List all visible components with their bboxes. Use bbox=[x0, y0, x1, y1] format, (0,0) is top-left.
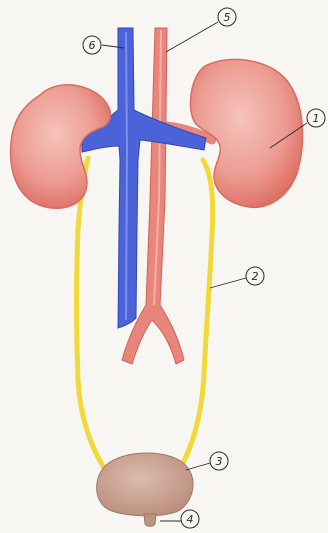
label-3-text: 3 bbox=[216, 455, 223, 468]
bladder bbox=[97, 453, 193, 516]
right-ureter bbox=[182, 160, 213, 465]
urethra bbox=[144, 514, 156, 526]
leader-3 bbox=[186, 463, 210, 470]
label-1-text: 1 bbox=[313, 112, 320, 125]
label-1: 1 bbox=[307, 109, 325, 127]
label-4: 4 bbox=[181, 510, 199, 528]
label-3: 3 bbox=[210, 452, 228, 470]
label-6-text: 6 bbox=[89, 39, 96, 52]
label-6: 6 bbox=[83, 36, 101, 54]
label-2: 2 bbox=[246, 267, 264, 285]
leader-2 bbox=[210, 278, 246, 288]
label-5-text: 5 bbox=[224, 11, 231, 24]
left-ureter bbox=[77, 158, 105, 468]
leader-5 bbox=[166, 22, 218, 52]
label-2-text: 2 bbox=[252, 270, 259, 283]
vena-cava bbox=[82, 28, 206, 328]
label-5: 5 bbox=[218, 8, 236, 26]
label-4-text: 4 bbox=[187, 513, 194, 526]
